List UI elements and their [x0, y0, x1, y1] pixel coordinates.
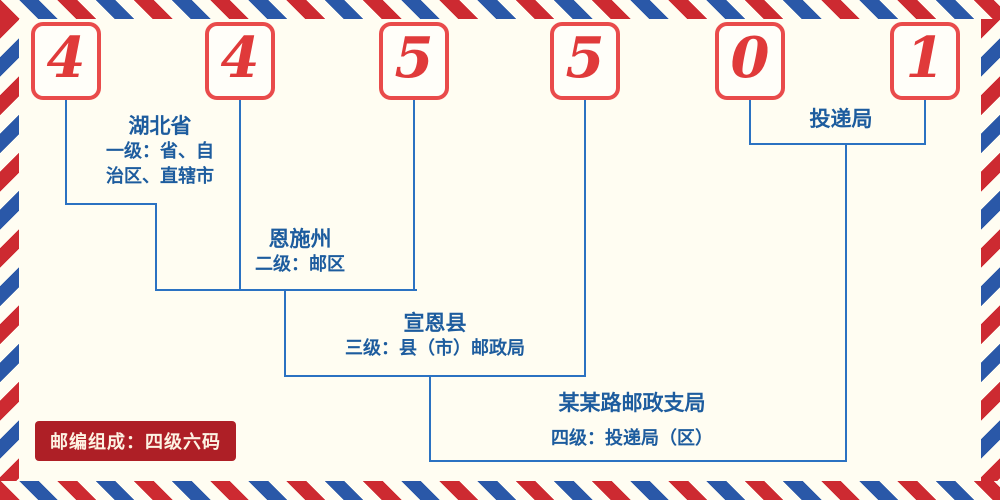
digit-box-2: 4	[205, 22, 275, 100]
digit-box-1: 4	[31, 22, 101, 100]
level2-desc: 二级：邮区	[255, 254, 345, 275]
connector-digit4-line	[584, 100, 586, 377]
connector-digit3-line	[413, 100, 415, 291]
digit-box-3: 5	[379, 22, 449, 100]
digit-box-6: 1	[890, 22, 960, 100]
step-level1-to-level2	[155, 203, 157, 291]
digit-4: 5	[565, 25, 605, 91]
level3-desc: 三级：县（市）邮政局	[345, 338, 525, 359]
step-level3-to-level4	[429, 375, 431, 462]
airmail-border-top	[0, 0, 1000, 19]
airmail-border-bottom	[0, 481, 1000, 500]
digit-5: 0	[730, 25, 770, 91]
level2-name: 恩施州	[268, 227, 332, 251]
digit-box-5: 0	[715, 22, 785, 100]
label-level2: 恩施州 二级：邮区	[220, 226, 380, 277]
level4-name: 某某路邮政支局	[558, 391, 706, 415]
label-level1: 湖北省 一级：省、自 治区、直辖市	[80, 113, 240, 189]
level3-name: 宣恩县	[403, 311, 467, 335]
digit-box-4: 5	[550, 22, 620, 100]
connector-digit1-line	[65, 100, 67, 205]
delivery-name: 投递局	[809, 107, 873, 131]
composition-badge: 邮编组成：四级六码	[35, 421, 236, 461]
digit-6: 1	[905, 25, 945, 91]
label-level4: 某某路邮政支局 四级：投递局（区）	[522, 390, 742, 451]
label-level3: 宣恩县 三级：县（市）邮政局	[315, 310, 555, 361]
level1-name: 湖北省	[128, 114, 192, 138]
level4-desc: 四级：投递局（区）	[551, 428, 713, 449]
level1-desc-line1: 一级：省、自	[106, 141, 214, 162]
connector-digit6-line	[924, 100, 926, 145]
digit-3: 5	[394, 25, 434, 91]
underline-delivery	[749, 143, 926, 145]
airmail-border-left	[0, 19, 19, 481]
step-level2-to-level3	[284, 289, 286, 377]
digit-1: 4	[46, 25, 86, 91]
connector-delivery-to-level4	[845, 143, 847, 462]
label-delivery: 投递局	[781, 106, 901, 132]
underline-level3	[284, 375, 586, 377]
level1-desc-line2: 治区、直辖市	[106, 166, 214, 187]
underline-level2	[155, 289, 417, 291]
underline-level4	[429, 460, 847, 462]
connector-digit2-line	[239, 100, 241, 291]
underline-level1	[65, 203, 157, 205]
airmail-border-right	[981, 19, 1000, 481]
connector-digit5-line	[749, 100, 751, 145]
digit-2: 4	[220, 25, 260, 91]
